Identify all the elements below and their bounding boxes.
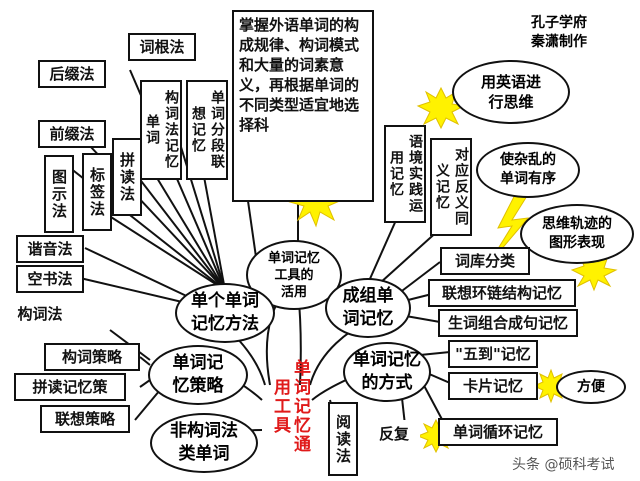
- phonics-strategy-box: 拼读记忆策: [14, 373, 126, 401]
- diagram-method-box: 图示法: [44, 155, 74, 233]
- summary-text-box: 掌握外语单词的构成规律、构词模式和大量的词素意义，再根据单词的不同类型适宜地选择…: [232, 10, 374, 202]
- antonym-synonym-box: 对应反义同义记忆: [430, 138, 472, 236]
- non-compound-word-node: 非构词法 类单词: [150, 413, 258, 473]
- ordered-words-callout: 使杂乱的 单词有序: [476, 142, 580, 198]
- root-method-box: 词根法: [128, 33, 196, 61]
- association-chain-box: 联想环链结构记忆: [428, 279, 576, 307]
- tag-method-box: 标签法: [82, 153, 112, 231]
- word-bank-box: 词库分类: [440, 247, 530, 275]
- phonics-method-box: 拼读法: [112, 138, 142, 216]
- word-formation-method-label: 构词法: [6, 300, 74, 328]
- context-practice-box: 语境实践运用记忆: [384, 125, 426, 223]
- word-formation-strategy-box: 构词策略: [44, 343, 140, 371]
- single-word-method-node: 单个单词 记忆方法: [175, 283, 275, 343]
- five-to-memory-box: "五到"记忆: [448, 340, 538, 368]
- word-formation-memory-box: 构词法记忆单词: [140, 80, 182, 180]
- convenient-callout: 方便: [556, 370, 626, 404]
- association-strategy-box: 联想策略: [40, 405, 130, 433]
- homophone-method-box: 谐音法: [16, 235, 84, 263]
- word-strategy-node: 单词记 忆策略: [148, 345, 248, 405]
- repeat-label: 反复: [368, 420, 420, 448]
- suffix-method-box: 后缀法: [38, 60, 106, 88]
- group-word-memory-node: 成组单 词记忆: [325, 278, 411, 338]
- prefix-method-box: 前缀法: [38, 120, 106, 148]
- segment-association-box: 单词分段联想记忆: [186, 80, 228, 180]
- trunk-label: 单词记忆通用工具: [270, 358, 310, 454]
- air-writing-method-box: 空书法: [16, 265, 84, 293]
- credit-label: 孔子学府 秦潇制作: [525, 10, 618, 60]
- reading-method-box: 阅读法: [328, 402, 358, 476]
- cycle-memory-box: 单词循环记忆: [438, 418, 558, 446]
- memory-mode-node: 单词记忆 的方式: [343, 342, 431, 402]
- phrase-sentence-box: 生词组合成句记忆: [438, 309, 578, 337]
- flashcard-memory-box: 卡片记忆: [448, 372, 538, 400]
- watermark: 头条 @硕科考试: [512, 457, 615, 473]
- english-thinking-callout: 用英语进 行思维: [452, 60, 570, 124]
- graphic-trajectory-callout: 思维轨迹的 图形表现: [520, 204, 634, 264]
